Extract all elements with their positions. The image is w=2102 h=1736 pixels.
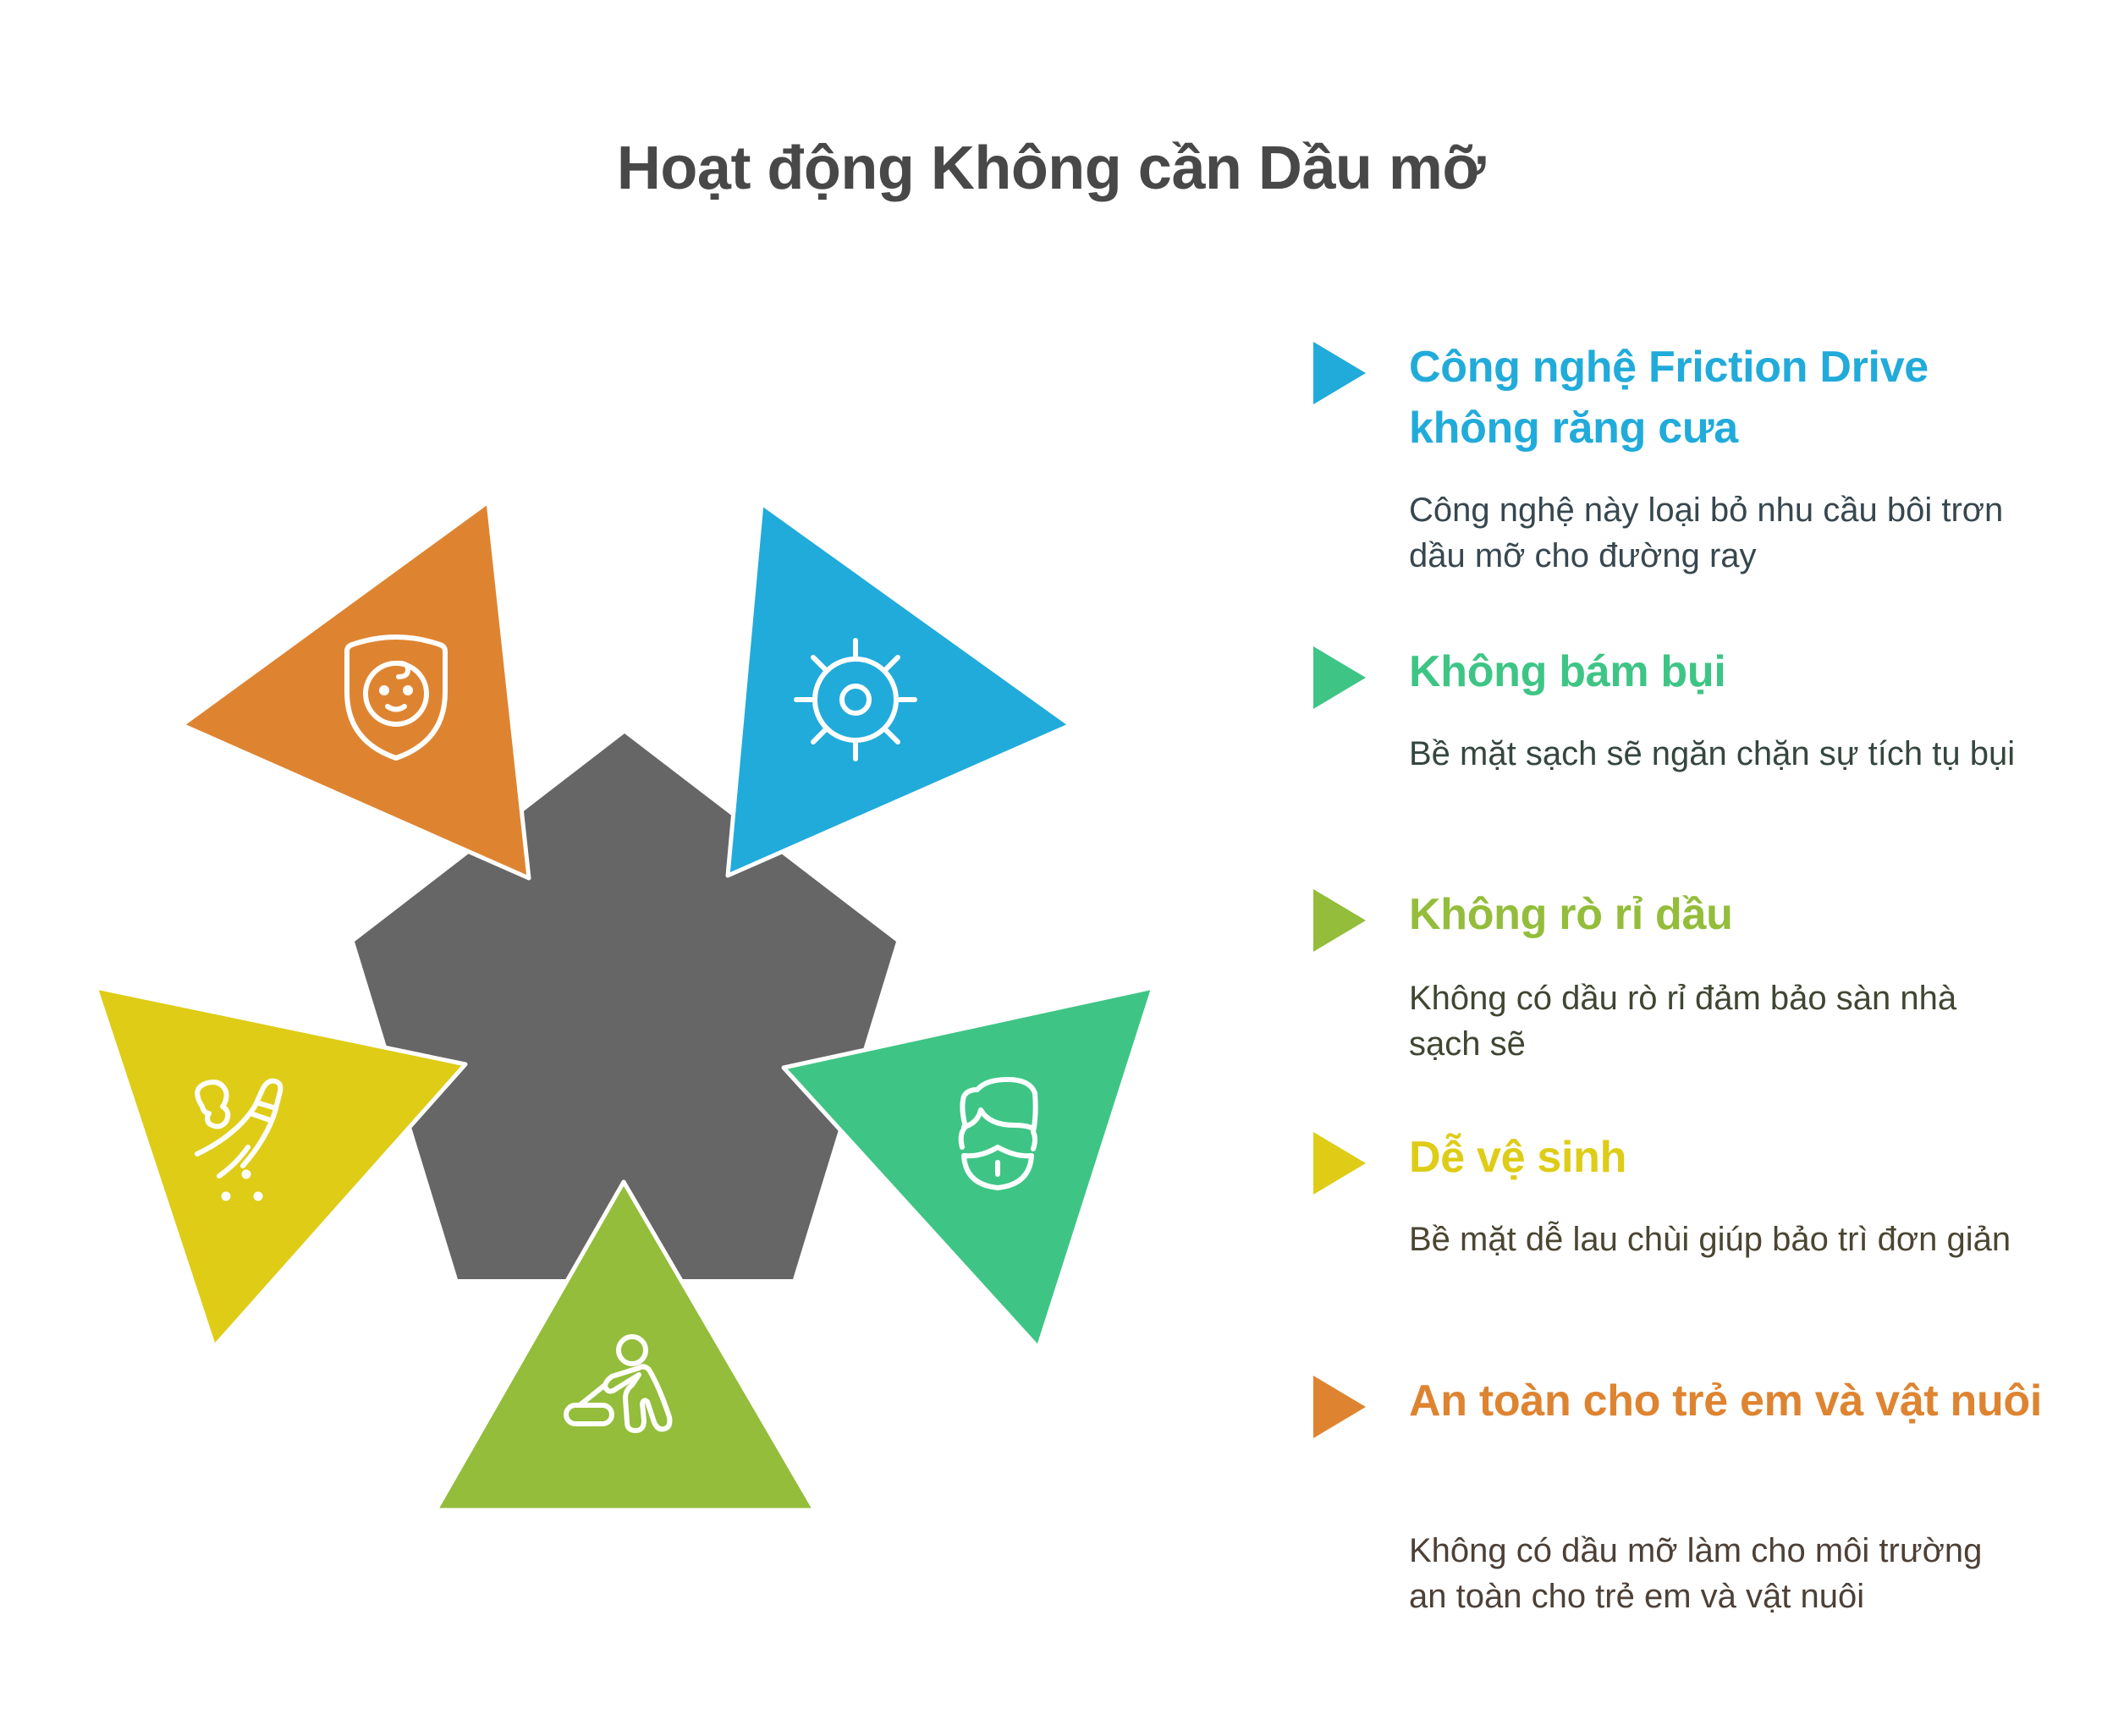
triangle-marker-icon	[1313, 342, 1366, 404]
feature-heading: Không rò rỉ dầu	[1409, 890, 1733, 939]
page-title: Hoạt động Không cần Dầu mỡ	[616, 135, 1486, 202]
pentagon-diagram	[93, 499, 1153, 1513]
feature-heading: Công nghệ Friction Drive không răng cưa	[1409, 343, 1929, 453]
triangle-friction-drive	[725, 501, 1073, 878]
triangle-child-safety	[179, 499, 531, 881]
center-pentagon	[355, 733, 896, 1279]
triangle-marker-icon	[1313, 1132, 1366, 1195]
triangle-marker-icon	[1313, 646, 1366, 709]
feature-heading: Dễ vệ sinh	[1409, 1133, 1627, 1182]
vacuum-cleaning-person-icon	[564, 1334, 673, 1433]
feature-description: Bề mặt sạch sẽ ngăn chặn sự tích tụ bụi	[1409, 735, 2016, 772]
triangle-no-oil-leak	[433, 1179, 817, 1513]
feature-heading: Không bám bụi	[1409, 647, 1726, 696]
gear-sun-icon	[794, 638, 917, 761]
feature-heading: An toàn cho trẻ em và vật nuôi	[1409, 1376, 2043, 1426]
face-mask-icon	[958, 1077, 1038, 1190]
feature-description: Công nghệ này loại bỏ nhu cầu bôi trơn d…	[1409, 492, 2004, 574]
triangle-marker-icon	[1313, 889, 1366, 952]
triangle-marker-icon	[1313, 1376, 1366, 1438]
feature-description: Không có dầu rò rỉ đảm bảo sàn nhà sạch …	[1409, 980, 1957, 1063]
child-shield-icon	[344, 635, 448, 761]
feature-description: Không có dầu mỡ làm cho môi trường an to…	[1409, 1532, 1983, 1615]
broom-dust-icon	[195, 1078, 283, 1201]
triangle-easy-cleaning	[93, 985, 468, 1349]
feature-description: Bề mặt dễ lau chùi giúp bảo trì đơn giản	[1409, 1221, 2011, 1258]
